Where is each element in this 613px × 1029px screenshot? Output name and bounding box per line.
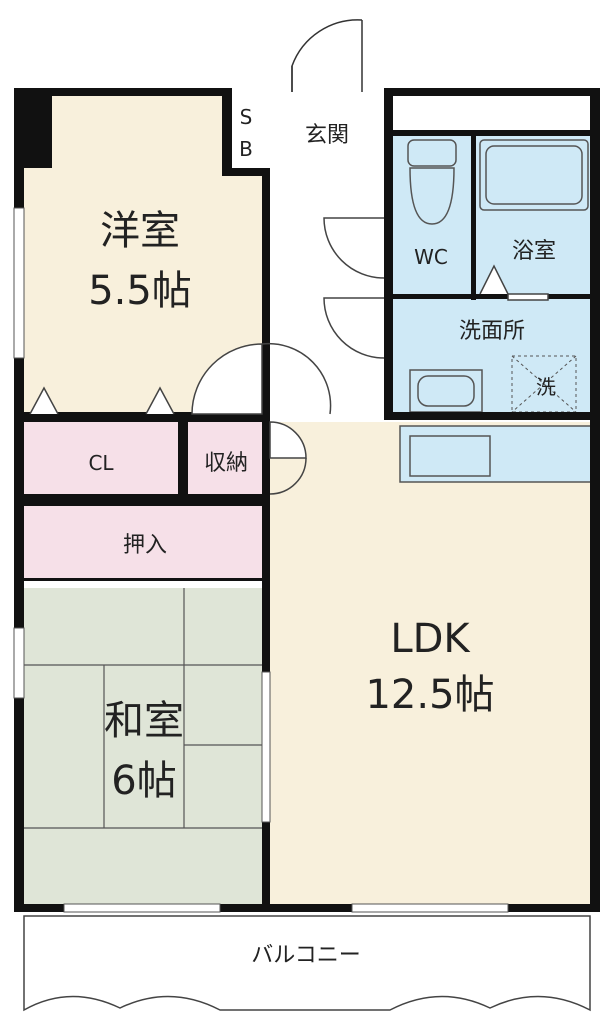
bath-label: 浴室	[512, 239, 556, 264]
closet-area	[24, 422, 178, 494]
entrance-area	[232, 96, 384, 176]
western-room-size: 5.5帖	[88, 268, 192, 314]
washroom-label: 洗面所	[459, 319, 525, 344]
walls	[14, 88, 600, 912]
japanese-room	[24, 588, 264, 906]
storage-label: 収納	[204, 451, 248, 476]
japanese-room-name: 和室	[104, 698, 184, 744]
storage-area	[188, 422, 264, 494]
ldk-name: LDK	[390, 616, 471, 662]
windows	[13, 207, 509, 913]
closet-label: CL	[88, 451, 114, 475]
hallway	[270, 176, 390, 416]
western-room-name: 洋室	[100, 208, 180, 254]
entry-door	[291, 19, 363, 92]
ldk-size: 12.5帖	[365, 672, 494, 718]
sink	[409, 435, 491, 477]
oshiire-label: 押入	[123, 533, 167, 558]
bathtub-fixture	[479, 139, 589, 211]
balcony	[23, 915, 591, 1012]
balcony-label: バルコニー	[251, 943, 361, 968]
wc-label: WC	[414, 245, 448, 269]
toilet-fixture	[407, 139, 457, 225]
washbasin-fixture	[409, 369, 483, 413]
ldk-room	[270, 422, 592, 908]
washer-label: 洗	[536, 375, 556, 399]
japanese-room-size: 6帖	[111, 758, 176, 804]
tatami-lines	[24, 588, 264, 829]
shoe-box-label-b: B	[239, 137, 253, 161]
oshiire-area	[24, 506, 264, 580]
shoe-box-label-s: S	[240, 105, 253, 129]
entrance-label: 玄関	[305, 123, 349, 148]
doors	[29, 217, 549, 495]
